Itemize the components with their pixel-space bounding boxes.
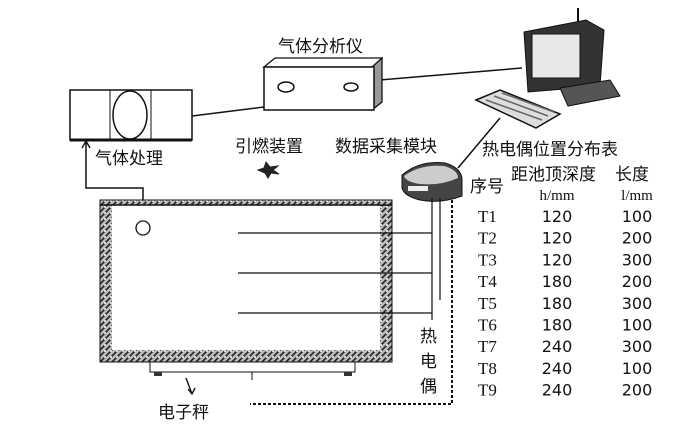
header-length: 长度 <box>615 165 649 185</box>
header-depth: 距池顶深度 <box>511 165 596 185</box>
table-cell-l: 300 <box>622 294 653 313</box>
data-acquisition-label: 数据采集模块 <box>335 137 437 157</box>
gas-analyzer <box>262 56 383 112</box>
table-cell-l: 300 <box>622 250 653 269</box>
computer-icon <box>474 8 621 129</box>
table-cell-h: 180 <box>542 272 573 291</box>
table-cell-h: 240 <box>542 381 573 400</box>
gas-processing-label: 气体处理 <box>95 149 163 169</box>
table-cell-id: T6 <box>478 316 497 335</box>
table-cell-l: 100 <box>622 359 653 378</box>
header-length-unit: l/mm <box>621 188 653 204</box>
table-cell-h: 180 <box>542 294 573 313</box>
table-cell-id: T5 <box>478 294 497 313</box>
arrow-down-icon <box>185 377 196 396</box>
thermocouple-label-1: 热 <box>420 327 437 347</box>
table-cell-l: 300 <box>622 337 653 356</box>
table-title: 热电偶位置分布表 <box>482 140 618 160</box>
thermocouple-wires <box>238 198 441 320</box>
data-acquisition-module <box>401 162 463 202</box>
ignition-spark-icon <box>256 160 280 179</box>
header-id: 序号 <box>470 177 504 197</box>
table-cell-l: 100 <box>622 207 653 226</box>
table-cell-id: T4 <box>478 272 497 291</box>
electronic-scale <box>149 361 356 380</box>
table-cell-h: 180 <box>542 316 573 335</box>
table-cell-id: T9 <box>478 381 497 400</box>
table-cell-h: 240 <box>542 337 573 356</box>
table-cell-h: 120 <box>542 229 573 248</box>
gas-processing-unit <box>69 89 193 142</box>
table-cell-id: T2 <box>478 229 497 248</box>
table-cell-h: 120 <box>542 250 573 269</box>
table-cell-l: 100 <box>622 316 653 335</box>
table-cell-h: 120 <box>542 207 573 226</box>
table-cell-id: T7 <box>478 337 497 356</box>
table-cell-h: 240 <box>542 359 573 378</box>
gas-analyzer-label: 气体分析仪 <box>278 37 363 57</box>
table-cell-id: T3 <box>478 250 497 269</box>
electronic-scale-label: 电子秤 <box>158 403 209 423</box>
table-cell-l: 200 <box>622 229 653 248</box>
table-cell-l: 200 <box>622 381 653 400</box>
ignition-device-label: 引燃装置 <box>235 137 303 157</box>
table-cell-id: T1 <box>478 207 497 226</box>
header-depth-unit: h/mm <box>539 188 574 204</box>
signal-dashed-line <box>250 200 453 405</box>
thermocouple-label-2: 电 <box>420 352 437 372</box>
table-cell-id: T8 <box>478 359 497 378</box>
thermocouple-label-3: 偶 <box>420 377 437 397</box>
table-cell-l: 200 <box>622 272 653 291</box>
combustion-tank <box>99 199 393 363</box>
